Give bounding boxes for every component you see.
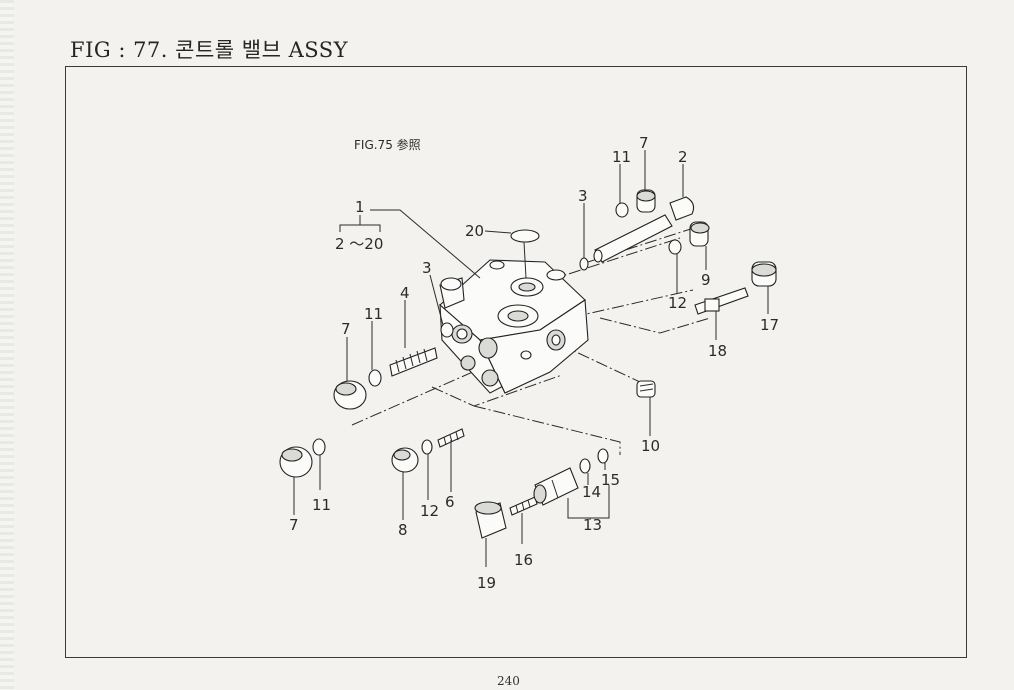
callout-1: 1 bbox=[355, 198, 365, 216]
callout-15: 15 bbox=[601, 471, 620, 489]
callout-2: 2 bbox=[678, 148, 688, 166]
spring-6 bbox=[437, 428, 465, 448]
callout-13: 13 bbox=[583, 516, 602, 534]
plug-9 bbox=[689, 221, 710, 247]
plug-10 bbox=[636, 380, 656, 398]
plug-7-middle bbox=[333, 380, 367, 410]
plug-8 bbox=[391, 447, 419, 473]
plug-17 bbox=[751, 261, 777, 287]
valve-13 bbox=[533, 467, 579, 506]
reference-note: FIG.75 参照 bbox=[354, 137, 421, 152]
plug-19 bbox=[474, 501, 507, 539]
callout-20: 20 bbox=[465, 222, 484, 240]
diagram-frame bbox=[65, 66, 967, 658]
ring-11-middle bbox=[368, 369, 382, 387]
plug-7-upper bbox=[636, 189, 656, 213]
center-lines bbox=[351, 225, 711, 455]
range-label: 2 ～20 bbox=[335, 235, 383, 253]
ring-11-lower bbox=[312, 438, 326, 456]
spool-upper bbox=[593, 214, 673, 263]
callout-7-upper: 7 bbox=[639, 134, 649, 152]
leader-lines bbox=[293, 150, 769, 567]
callout-11-lower: 11 bbox=[312, 496, 331, 514]
callout-numbers: 1 2 ～20 20 3 11 7 2 12 9 17 18 10 3 4 11… bbox=[289, 134, 779, 592]
plug-7-lower bbox=[279, 446, 313, 478]
page-number: 240 bbox=[497, 674, 520, 688]
ring-3-upper bbox=[579, 257, 589, 271]
ring-11-upper bbox=[615, 202, 629, 218]
callout-7-lower: 7 bbox=[289, 516, 299, 534]
ring-15 bbox=[597, 448, 609, 464]
callout-11-upper: 11 bbox=[612, 148, 631, 166]
ring-3-left bbox=[440, 322, 454, 338]
callout-3-upper: 3 bbox=[578, 187, 588, 205]
valve-body bbox=[439, 259, 589, 394]
callout-9: 9 bbox=[701, 271, 711, 289]
spring-4 bbox=[389, 347, 438, 377]
callout-6: 6 bbox=[445, 493, 455, 511]
ring-12-upper bbox=[668, 239, 682, 255]
cap-2 bbox=[669, 196, 695, 221]
callout-17: 17 bbox=[760, 316, 779, 334]
callout-12-upper: 12 bbox=[668, 294, 687, 312]
callout-18: 18 bbox=[708, 342, 727, 360]
o-ring-20 bbox=[510, 229, 540, 243]
callout-10: 10 bbox=[641, 437, 660, 455]
spring-16 bbox=[509, 496, 538, 516]
callout-8: 8 bbox=[398, 521, 408, 539]
scan-edge-artifact bbox=[0, 0, 14, 690]
callout-16: 16 bbox=[514, 551, 533, 569]
callout-4: 4 bbox=[400, 284, 410, 302]
spool-18 bbox=[694, 287, 749, 315]
callout-3-left: 3 bbox=[422, 259, 432, 277]
callout-19: 19 bbox=[477, 574, 496, 592]
callout-11-middle: 11 bbox=[364, 305, 383, 323]
callout-12-lower: 12 bbox=[420, 502, 439, 520]
ring-12-lower bbox=[421, 439, 433, 455]
callout-7-middle: 7 bbox=[341, 320, 351, 338]
callout-14: 14 bbox=[582, 483, 601, 501]
figure-title: FIG : 77. 콘트롤 밸브 ASSY bbox=[70, 38, 349, 62]
ring-14 bbox=[579, 458, 591, 474]
